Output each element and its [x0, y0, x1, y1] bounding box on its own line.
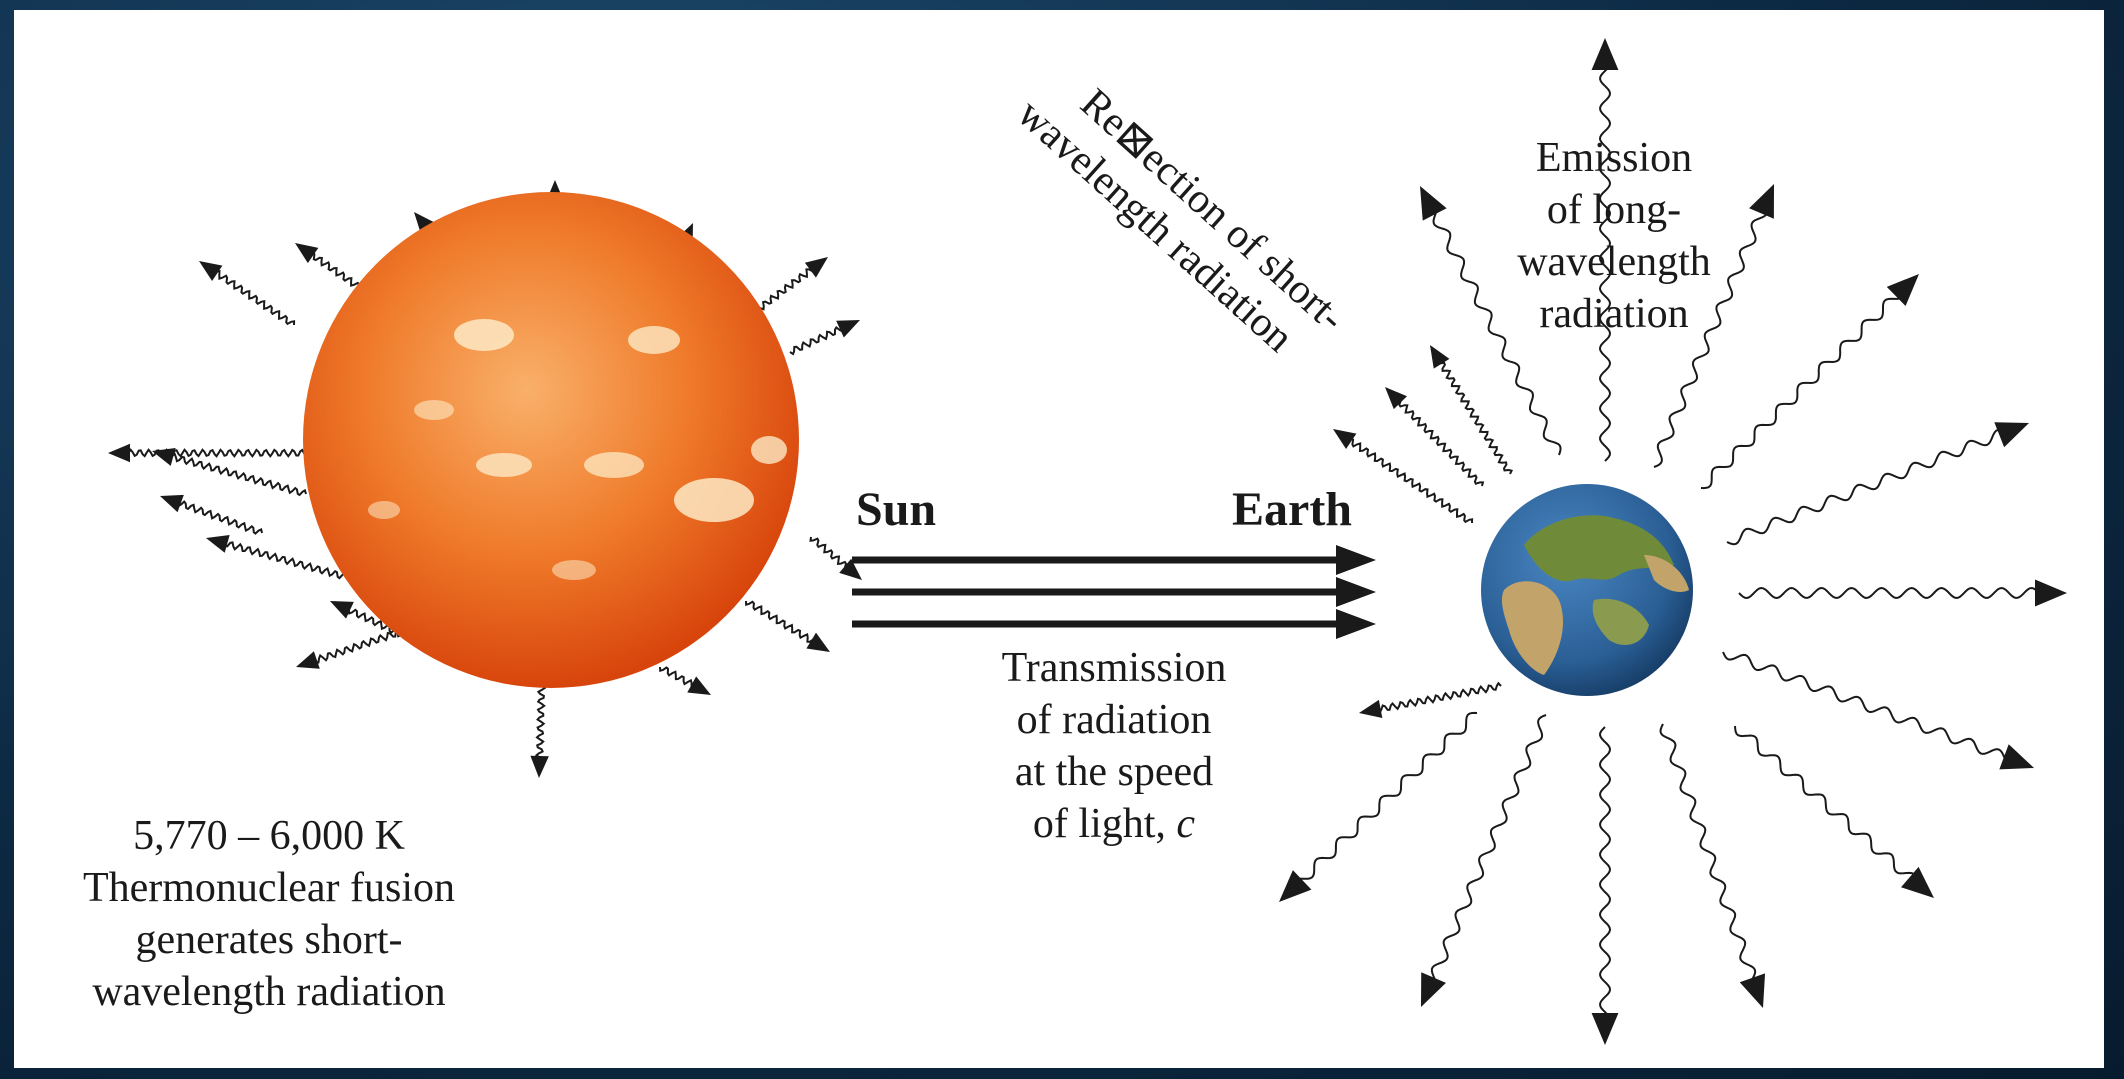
emission-ray-2 — [1591, 38, 1619, 462]
transmission-arrow-1 — [852, 545, 1376, 575]
reflection-ray-4 — [1359, 681, 1502, 718]
emission-ray-7 — [1722, 651, 2034, 770]
transmission-caption: Transmission of radiation at the speed o… — [974, 642, 1254, 850]
radiation-arrows — [108, 38, 2067, 1045]
earth-label: Earth — [1232, 483, 1352, 536]
reflection-ray-2 — [1385, 387, 1485, 487]
sun-ray-2 — [152, 448, 307, 497]
emission-caption: Emission of long- wavelength radiation — [1484, 132, 1744, 340]
emission-ray-4 — [1700, 274, 1919, 490]
sun-ray-10 — [809, 536, 862, 580]
sun-desc-line-1: Thermonuclear fusion — [82, 865, 456, 911]
sun-ray-8 — [659, 666, 711, 695]
speed-of-light-symbol: c — [1176, 801, 1196, 847]
sun-ray-4 — [206, 535, 347, 580]
radiation-diagram — [108, 38, 2067, 1045]
sun-label: Sun — [856, 483, 937, 536]
transmission-line-2: of radiation — [1016, 697, 1212, 743]
diagram-panel: Sun Earth Re⊠ection of short- wavelength… — [14, 10, 2104, 1068]
emission-ray-3 — [1653, 184, 1774, 468]
emission-ray-12 — [1279, 711, 1478, 902]
transmission-line-4-text: of light, — [1032, 801, 1177, 847]
emission-line-1: Emission — [1535, 135, 1693, 181]
sun-ray-3 — [160, 494, 263, 535]
reflection-ray-1 — [1333, 429, 1474, 524]
sun-temperature: 5,770 – 6,000 K — [133, 813, 405, 859]
sun-photo-icon — [303, 192, 799, 688]
sun-ray-9 — [745, 600, 830, 652]
emission-line-3: wavelength — [1517, 239, 1711, 285]
emission-ray-9 — [1659, 723, 1766, 1008]
sun-ray-11 — [789, 320, 860, 356]
emission-ray-1 — [1420, 186, 1562, 456]
transmission-line-3: at the speed — [1014, 749, 1214, 795]
emission-ray-5 — [1726, 422, 2029, 546]
sun-ray-16 — [295, 243, 368, 293]
transmission-line-4: of light, c — [974, 798, 1254, 850]
sun-ray-17 — [199, 261, 296, 326]
sun-ray-12 — [759, 257, 828, 311]
transmission-line-1: Transmission — [1001, 645, 1227, 691]
emission-ray-6 — [1738, 579, 2067, 607]
transmission-arrow-2 — [852, 577, 1376, 607]
sun-desc-line-3: wavelength radiation — [92, 969, 446, 1015]
emission-ray-10 — [1591, 726, 1619, 1045]
emission-ray-8 — [1734, 725, 1934, 898]
sun-ray-5 — [296, 628, 401, 669]
transmission-arrows — [852, 545, 1376, 639]
transmission-arrow-3 — [852, 609, 1376, 639]
sun-caption: 5,770 – 6,000 K Thermonuclear fusion gen… — [44, 810, 494, 1018]
emission-line-2: of long- — [1546, 187, 1682, 233]
emission-ray-11 — [1421, 714, 1547, 1007]
earth-globe-icon — [1481, 484, 1693, 696]
reflection-ray-3 — [1430, 345, 1514, 475]
emission-line-4: radiation — [1539, 291, 1689, 337]
sun-desc-line-2: generates short- — [135, 917, 403, 963]
